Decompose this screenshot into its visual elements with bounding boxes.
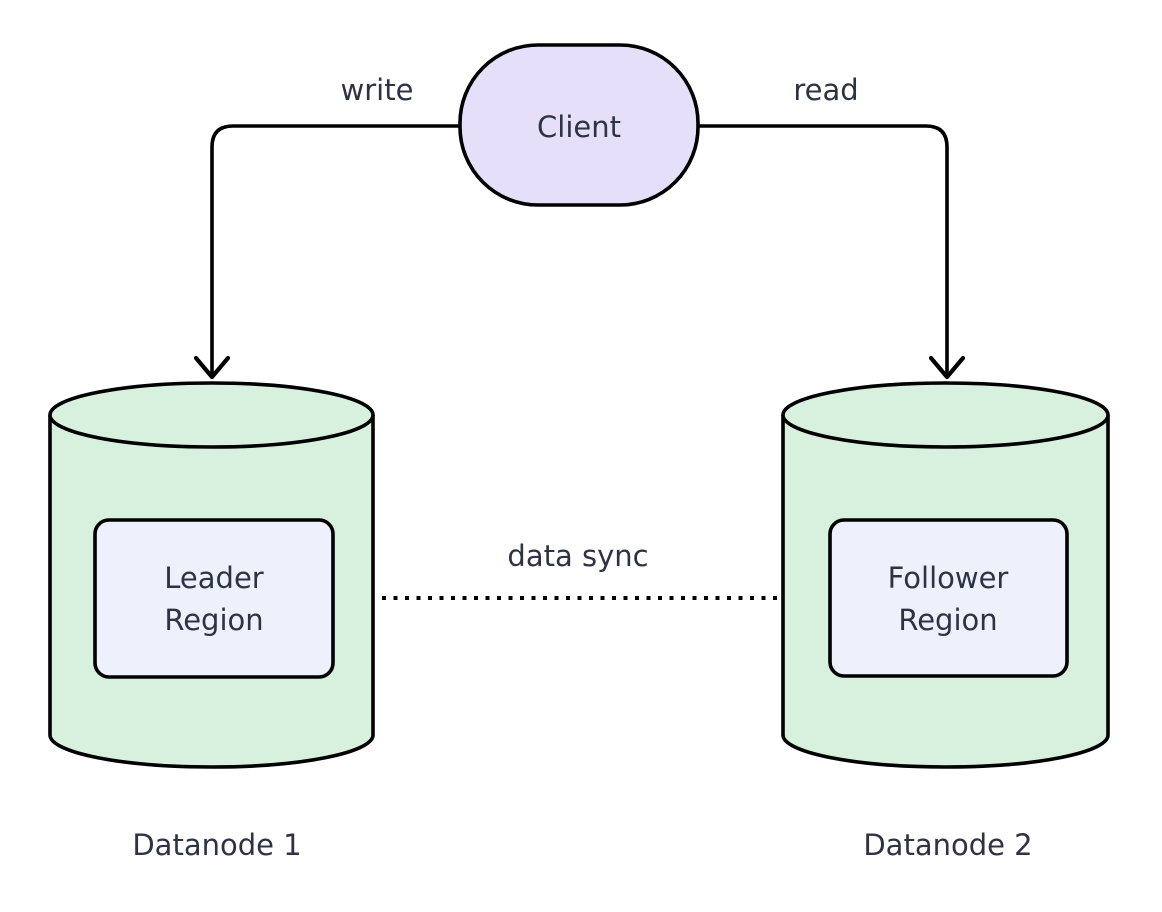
datanode1-caption: Datanode 1 bbox=[132, 828, 301, 862]
write-edge: write bbox=[193, 73, 460, 380]
data-sync-edge: data sync bbox=[336, 539, 823, 616]
leader-region-box bbox=[93, 518, 335, 679]
follower-region-box bbox=[828, 518, 1069, 678]
leader-region-label-line2: Region bbox=[164, 603, 263, 637]
client-node-shape bbox=[458, 43, 700, 207]
datanode2-cylinder: Follower Region Datanode 2 bbox=[781, 381, 1110, 862]
write-edge-label: write bbox=[341, 73, 414, 107]
read-edge-line bbox=[699, 124, 949, 374]
follower-region-label-line1: Follower bbox=[888, 561, 1009, 595]
datanode2-cylinder-top bbox=[781, 381, 1110, 449]
read-edge-label: read bbox=[793, 73, 858, 107]
datanode2-caption: Datanode 2 bbox=[863, 828, 1032, 862]
read-arrowhead-icon bbox=[928, 355, 966, 380]
data-sync-edge-label: data sync bbox=[507, 539, 648, 573]
write-arrowhead-icon bbox=[193, 355, 231, 380]
read-edge: read bbox=[699, 73, 966, 380]
follower-region-label-line2: Region bbox=[898, 603, 997, 637]
client-node-label: Client bbox=[537, 110, 621, 144]
write-edge-line bbox=[210, 124, 460, 374]
leader-region-label-line1: Leader bbox=[164, 561, 264, 595]
client-node: Client bbox=[458, 43, 700, 207]
datanode1-cylinder-top bbox=[48, 381, 375, 449]
datanode1-cylinder: Leader Region Datanode 1 bbox=[48, 381, 375, 862]
